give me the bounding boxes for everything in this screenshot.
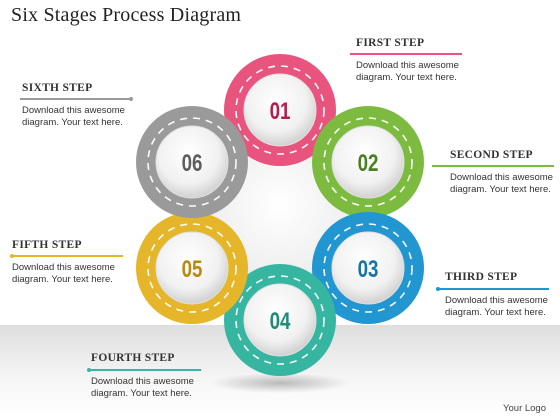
step-1-label: FIRST STEP xyxy=(356,37,425,49)
step-3-number: 03 xyxy=(358,256,379,283)
step-6-underline xyxy=(20,98,132,100)
step-centers: 01 02 03 04 05 06 xyxy=(155,73,405,357)
step-5-underline xyxy=(11,255,123,257)
step-4-number: 04 xyxy=(270,308,291,335)
step-6-dot xyxy=(129,97,133,101)
step-4-text: Download this awesome diagram. Your text… xyxy=(91,376,194,399)
step-4-dashes xyxy=(235,275,325,365)
step-3-label: THIRD STEP xyxy=(445,271,518,283)
step-4-center xyxy=(243,283,317,357)
step-5-number: 05 xyxy=(182,256,203,283)
step-1-text: Download this awesome diagram. Your text… xyxy=(356,60,459,83)
step-1-number: 01 xyxy=(270,98,291,125)
step-5-center xyxy=(155,231,229,305)
step-3-center xyxy=(331,231,405,305)
step-2-text: Download this awesome diagram. Your text… xyxy=(450,172,553,195)
step-3-underline xyxy=(437,288,549,290)
step-2-label: SECOND STEP xyxy=(450,149,533,161)
step-5-dot xyxy=(10,254,14,258)
step-3-dashes xyxy=(323,223,413,313)
step-rings xyxy=(136,54,424,376)
base-shadow xyxy=(210,373,350,393)
page-title: Six Stages Process Diagram xyxy=(11,4,242,26)
step-2-number: 02 xyxy=(358,150,379,177)
step-5-label: FIFTH STEP xyxy=(12,239,82,251)
step-4-dot xyxy=(87,368,91,372)
step-1-dashes xyxy=(235,65,325,155)
step-4-label: FOURTH STEP xyxy=(91,352,175,364)
step-3-text: Download this awesome diagram. Your text… xyxy=(445,295,548,318)
step-4-underline xyxy=(89,369,201,371)
step-2-dashes xyxy=(323,117,413,207)
step-1-center xyxy=(243,73,317,147)
step-6-dashes xyxy=(147,117,237,207)
footer-logo-text: Your Logo xyxy=(503,403,546,414)
step-2-underline xyxy=(432,165,554,167)
step-6-text: Download this awesome diagram. Your text… xyxy=(22,105,125,128)
step-5-dashes xyxy=(147,223,237,313)
step-3-dot xyxy=(436,287,440,291)
step-6-number: 06 xyxy=(182,150,203,177)
step-1-underline xyxy=(350,53,462,55)
step-6-center xyxy=(155,125,229,199)
step-2-center xyxy=(331,125,405,199)
step-6-label: SIXTH STEP xyxy=(22,82,93,94)
step-5-text: Download this awesome diagram. Your text… xyxy=(12,262,115,285)
